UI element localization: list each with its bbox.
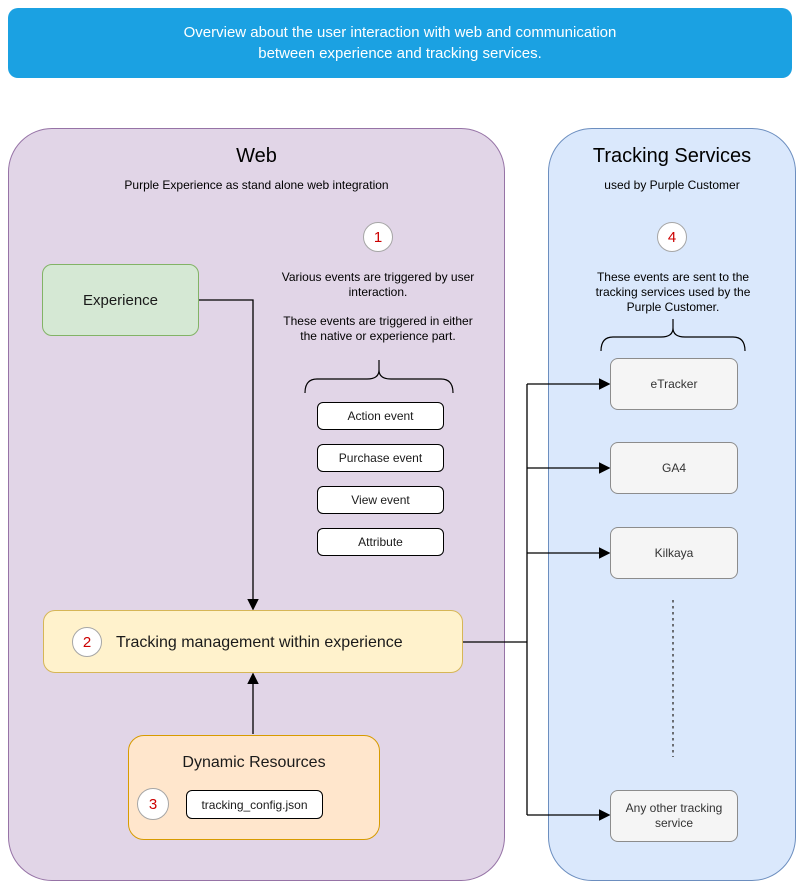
- note-events-triggered: Various events are triggered by user int…: [281, 270, 475, 299]
- event-box-purchase: Purchase event: [317, 444, 444, 472]
- note-sent-to-tracking: These events are sent to the tracking se…: [595, 270, 751, 314]
- service-node-ga4: GA4: [610, 442, 738, 494]
- diagram-title: Overview about the user interaction with…: [183, 24, 617, 62]
- service-node-etracker: eTracker: [610, 358, 738, 410]
- service-node-kilkaya: Kilkaya: [610, 527, 738, 579]
- tracking-services-title: Tracking Services: [592, 145, 752, 167]
- dynamic-resources-title: Dynamic Resources: [182, 754, 326, 771]
- step-number-4: 4: [667, 228, 677, 246]
- tracking-management-label: Tracking management within experience: [116, 633, 403, 651]
- step-badge-4: 4: [657, 222, 687, 252]
- event-box-action: Action event: [317, 402, 444, 430]
- tracking-config-file-node: tracking_config.json: [186, 790, 323, 819]
- service-other-label: Any other tracking service: [625, 801, 723, 830]
- step-number-1: 1: [373, 228, 383, 246]
- event-box-attribute: Attribute: [317, 528, 444, 556]
- event-box-action-label: Action event: [347, 409, 414, 423]
- diagram-title-banner: Overview about the user interaction with…: [8, 8, 792, 78]
- web-container-title: Web: [236, 145, 277, 167]
- event-box-attribute-label: Attribute: [358, 535, 403, 549]
- step-badge-2: 2: [72, 627, 102, 657]
- step-badge-3: 3: [137, 788, 169, 820]
- tracking-services-container: Tracking Services used by Purple Custome…: [548, 128, 796, 881]
- step-badge-1: 1: [363, 222, 393, 252]
- tracking-services-subtitle: used by Purple Customer: [604, 178, 740, 192]
- service-node-other: Any other tracking service: [610, 790, 738, 842]
- tracking-management-node: 2 Tracking management within experience: [43, 610, 463, 673]
- dynamic-resources-node: Dynamic Resources 3 tracking_config.json: [128, 735, 380, 840]
- experience-label: Experience: [82, 291, 159, 309]
- step-number-2: 2: [82, 633, 92, 651]
- service-ga4-label: GA4: [661, 460, 686, 475]
- note-native-or-experience: These events are triggered in either the…: [283, 314, 473, 343]
- event-box-view-label: View event: [351, 493, 410, 507]
- service-etracker-label: eTracker: [650, 376, 698, 391]
- step-number-3: 3: [148, 795, 158, 813]
- event-box-view: View event: [317, 486, 444, 514]
- web-container-subtitle: Purple Experience as stand alone web int…: [124, 178, 389, 192]
- tracking-config-file-label: tracking_config.json: [201, 797, 308, 812]
- event-box-purchase-label: Purchase event: [338, 451, 423, 465]
- service-kilkaya-label: Kilkaya: [654, 545, 694, 560]
- experience-node: Experience: [42, 264, 199, 336]
